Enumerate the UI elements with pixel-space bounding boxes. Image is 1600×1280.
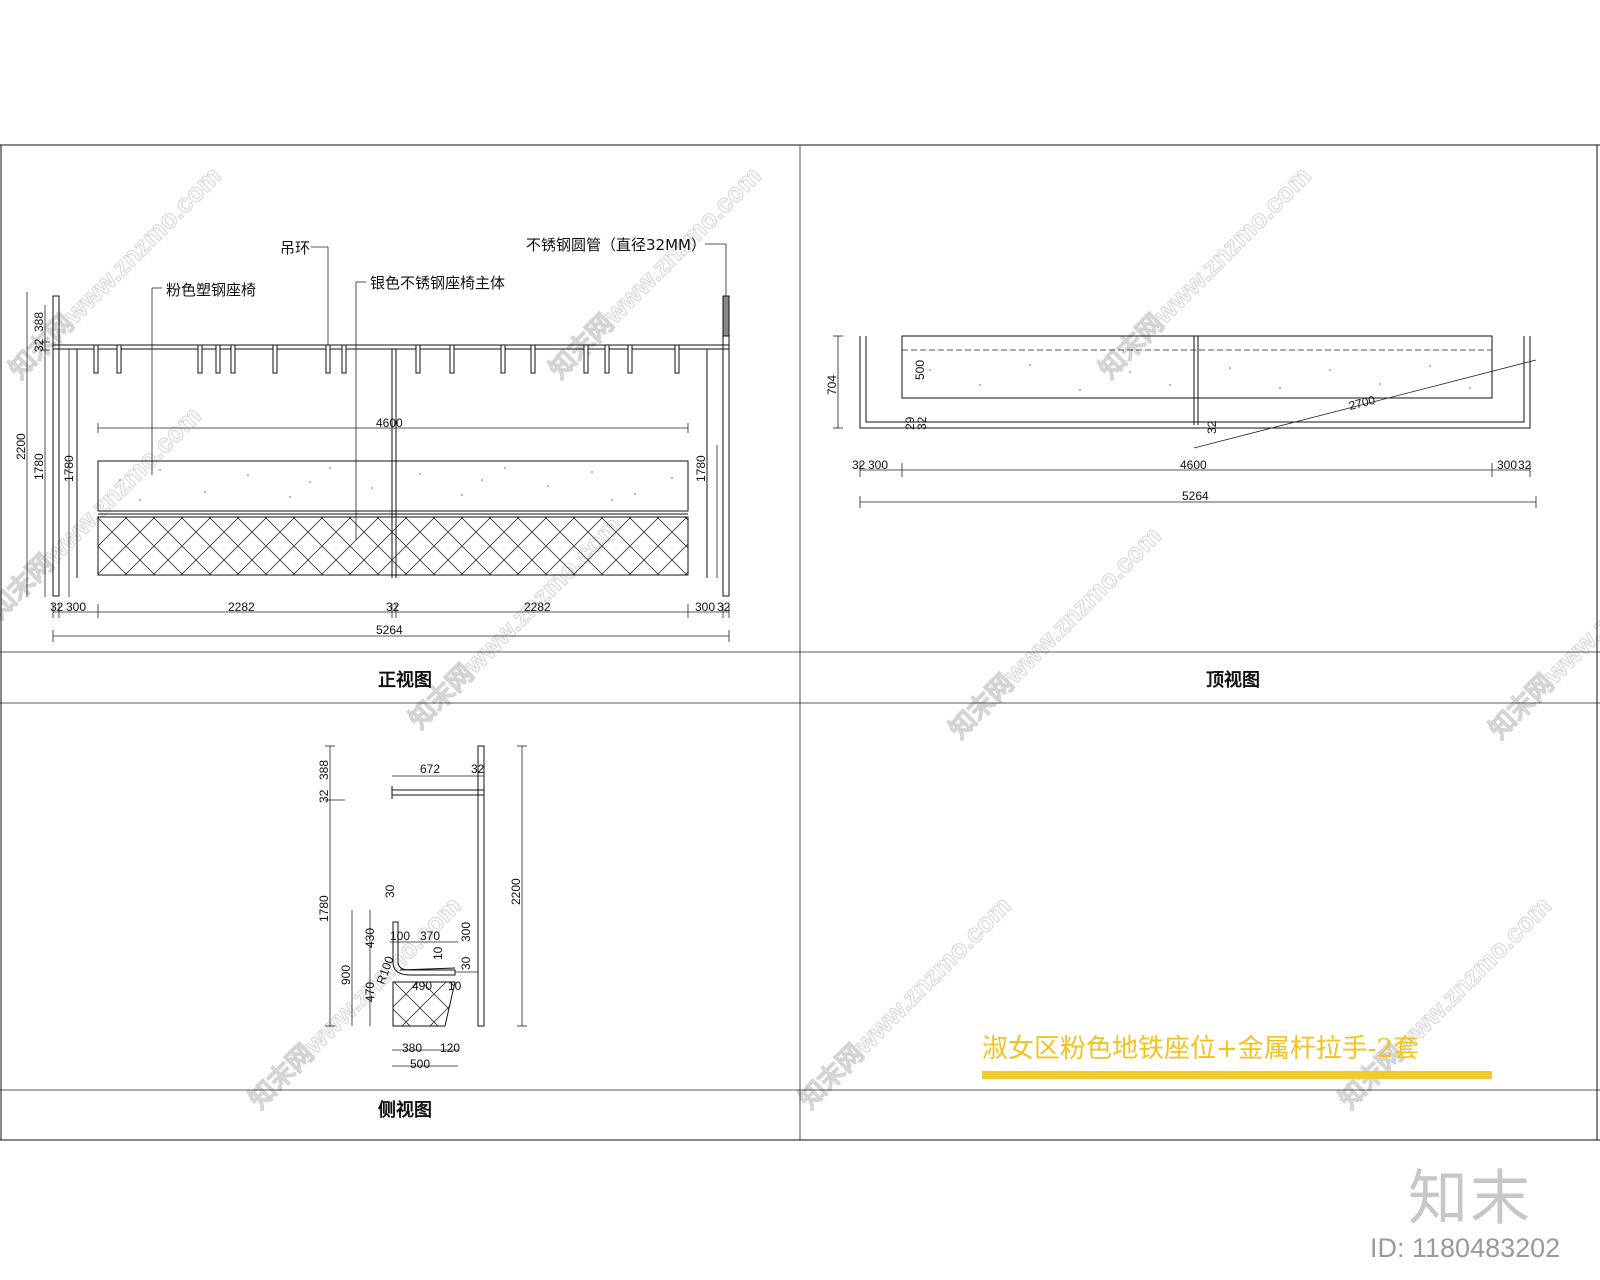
svg-text:32: 32 <box>1518 458 1532 472</box>
svg-text:430: 430 <box>363 928 377 948</box>
svg-text:500: 500 <box>410 1057 430 1071</box>
svg-text:500: 500 <box>913 360 927 380</box>
watermark: 知末网www.znzmo.com <box>0 400 207 624</box>
side-view: 388 32 1780 900 430 470 30 672 32 2200 1… <box>317 745 527 1121</box>
svg-text:5264: 5264 <box>376 623 403 637</box>
svg-text:300: 300 <box>868 458 888 472</box>
svg-text:704: 704 <box>825 375 839 395</box>
svg-text:300: 300 <box>695 600 715 614</box>
seat-texture <box>119 467 673 501</box>
svg-text:4600: 4600 <box>1180 458 1207 472</box>
svg-text:32: 32 <box>852 458 866 472</box>
svg-text:4600: 4600 <box>376 416 403 430</box>
label-pink-seat: 粉色塑钢座椅 <box>166 281 256 299</box>
svg-text:380: 380 <box>402 1041 422 1055</box>
svg-text:388: 388 <box>317 760 331 780</box>
svg-text:32: 32 <box>1205 420 1219 434</box>
svg-text:300: 300 <box>1497 458 1517 472</box>
svg-text:32: 32 <box>50 600 64 614</box>
pink-seat <box>97 460 689 512</box>
svg-text:2200: 2200 <box>509 878 523 905</box>
svg-text:10: 10 <box>448 979 462 993</box>
top-seat-outline <box>901 335 1493 399</box>
svg-text:370: 370 <box>420 929 440 943</box>
front-view-title: 正视图 <box>378 669 432 691</box>
svg-text:2200: 2200 <box>14 433 28 460</box>
svg-text:1780: 1780 <box>32 453 46 480</box>
svg-text:32: 32 <box>717 600 731 614</box>
svg-text:490: 490 <box>412 979 432 993</box>
front-left-dimensions: 388 32 2200 1780 1780 1780 <box>14 292 718 597</box>
brand-logo: 知末 <box>1408 1164 1532 1234</box>
front-view: 吊环 不锈钢圆管（直径32MM） 粉色塑钢座椅 银色不锈钢座椅主体 388 32… <box>14 236 731 691</box>
svg-text:1780: 1780 <box>317 895 331 922</box>
seat-profile <box>392 921 456 976</box>
drawing-frame <box>0 144 1600 1141</box>
front-bottom-dimensions: 32 300 2282 32 2282 300 32 5264 <box>50 600 731 642</box>
hanging-rings <box>93 344 680 374</box>
svg-text:29: 29 <box>903 416 917 430</box>
label-pipe: 不锈钢圆管（直径32MM） <box>526 236 706 254</box>
svg-text:32: 32 <box>915 416 929 430</box>
watermark: 知末网www.znzmo.com <box>1093 160 1317 384</box>
drawing-title: 淑女区粉色地铁座位+金属杆拉手-2套 <box>982 1034 1420 1064</box>
watermark: 知末网www.znzmo.com <box>793 890 1017 1114</box>
svg-text:300: 300 <box>66 600 86 614</box>
label-ring: 吊环 <box>280 239 310 257</box>
svg-text:672: 672 <box>420 762 440 776</box>
svg-text:1780: 1780 <box>62 455 76 482</box>
svg-text:300: 300 <box>459 922 473 942</box>
svg-text:32: 32 <box>32 338 46 352</box>
svg-text:10: 10 <box>431 946 445 960</box>
svg-text:470: 470 <box>363 982 377 1002</box>
svg-text:388: 388 <box>32 312 46 332</box>
side-view-title: 侧视图 <box>378 1099 432 1121</box>
svg-text:100: 100 <box>390 929 410 943</box>
top-view: 704 500 29 32 32 2700 32 300 4600 300 32… <box>825 335 1537 691</box>
svg-text:32: 32 <box>386 600 400 614</box>
top-view-title: 顶视图 <box>1206 669 1260 691</box>
brand-id-label: ID: 1180483202 <box>1370 1233 1561 1263</box>
side-seat-body <box>392 981 456 1027</box>
svg-text:900: 900 <box>339 965 353 985</box>
svg-text:32: 32 <box>471 762 485 776</box>
left-post <box>52 295 60 597</box>
svg-text:32: 32 <box>317 789 331 803</box>
svg-text:2282: 2282 <box>228 600 255 614</box>
svg-text:30: 30 <box>383 884 397 898</box>
right-post <box>722 295 730 597</box>
watermark: 知末网www.znzmo.com <box>1333 890 1557 1114</box>
watermark: 知末网www.znzmo.com <box>943 520 1167 744</box>
title-underline <box>982 1071 1492 1079</box>
svg-text:30: 30 <box>459 956 473 970</box>
svg-text:120: 120 <box>440 1041 460 1055</box>
svg-text:2282: 2282 <box>524 600 551 614</box>
svg-text:1780: 1780 <box>694 455 708 482</box>
watermark: 知末网www.znzmo.com <box>1483 520 1600 744</box>
label-silver-body: 银色不锈钢座椅主体 <box>370 274 505 292</box>
silver-seat-body <box>97 516 689 576</box>
svg-text:2700: 2700 <box>1347 393 1377 413</box>
watermark: 知末网www.znzmo.com <box>543 160 767 384</box>
side-post <box>477 745 485 1027</box>
svg-text:5264: 5264 <box>1182 489 1209 503</box>
